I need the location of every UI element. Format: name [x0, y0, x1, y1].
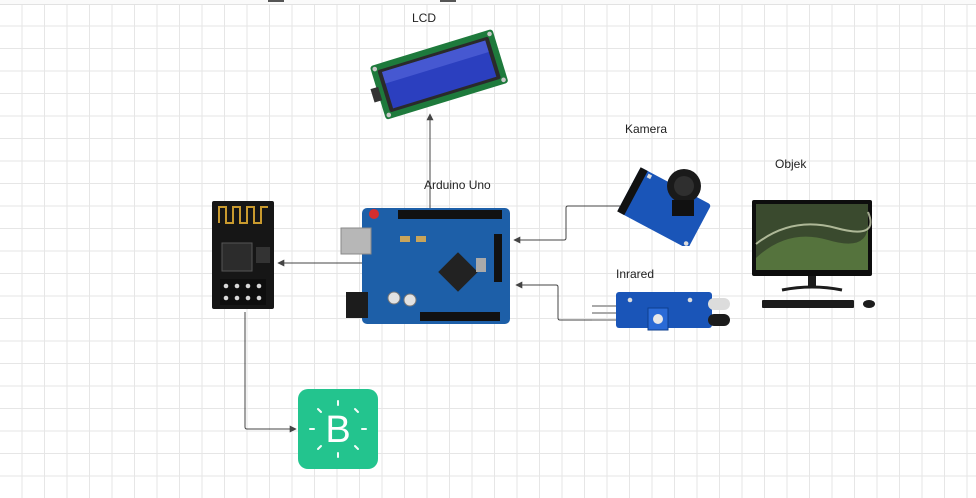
arrow-infrared-to-arduino	[515, 281, 614, 321]
arduino-label: Arduino Uno	[424, 178, 491, 192]
object-label: Objek	[775, 157, 807, 171]
blynk-logo-letter: B	[325, 409, 350, 451]
esp8266-wifi-module-icon	[212, 201, 274, 309]
infrared-label: Inrared	[616, 267, 655, 281]
top-strip-mark	[440, 0, 456, 2]
blynk-app-logo-icon: B	[298, 389, 378, 469]
arduino-uno-board-icon	[340, 208, 510, 324]
lcd-display-module-icon	[370, 29, 508, 120]
canvas-top-strip	[0, 0, 976, 5]
arrow-camera-to-arduino	[513, 205, 620, 244]
infrared-sensor-module-icon	[592, 292, 730, 331]
camera-module-icon	[617, 167, 711, 246]
desktop-computer-icon	[752, 200, 875, 308]
lcd-label: LCD	[412, 11, 437, 25]
top-strip-mark	[268, 0, 284, 2]
camera-label: Kamera	[625, 122, 668, 136]
arrow-esp-to-blynk	[244, 312, 297, 433]
